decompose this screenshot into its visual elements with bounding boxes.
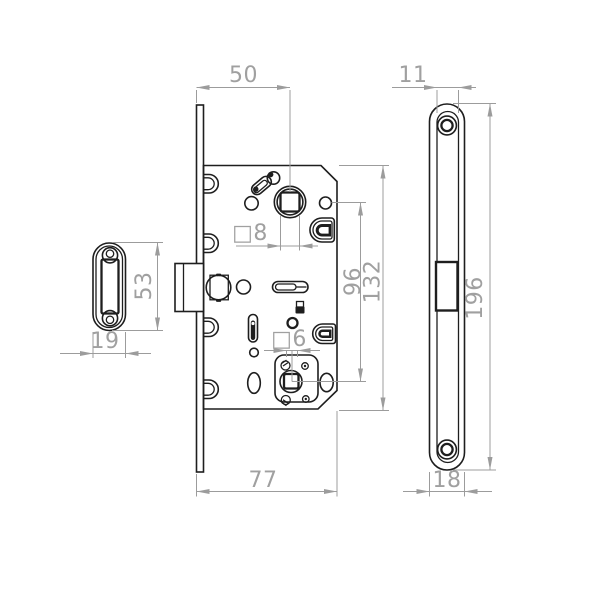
keeper-inner-outline bbox=[95, 245, 124, 329]
wc-turn-plate bbox=[274, 354, 319, 407]
hole-right-of-hub bbox=[318, 196, 333, 210]
faceplate-ear-1 bbox=[203, 173, 220, 194]
dim-wc-square-6: □6 bbox=[264, 327, 366, 382]
dim-label-wc-square: □6 bbox=[271, 327, 307, 352]
faceplate-ear-2 bbox=[203, 233, 220, 254]
latch-follower-tick-bottom bbox=[216, 299, 222, 302]
dim-body-depth-77: 77 bbox=[196, 411, 338, 497]
keeper-screw-bottom-inner bbox=[105, 315, 115, 325]
lock-case-outline bbox=[202, 164, 338, 410]
dim-keeper-width-19: 19 bbox=[60, 329, 151, 358]
dim-label-keeper-height: 53 bbox=[132, 272, 157, 301]
stop-lug-lower bbox=[311, 323, 337, 345]
faceplate-outline bbox=[428, 103, 466, 471]
oval-hole-left bbox=[246, 371, 262, 395]
latch-follower bbox=[205, 273, 232, 302]
dim-keeper-height-53: 53 bbox=[112, 242, 163, 331]
latch-follower-tick-top bbox=[216, 273, 222, 277]
magnet-block bbox=[434, 260, 459, 312]
spring-pin-dot-top bbox=[268, 171, 274, 178]
wc-screw-bl-hatch bbox=[281, 399, 289, 407]
oval-hole-right bbox=[319, 372, 334, 393]
dim-label-backset: 50 bbox=[229, 63, 258, 88]
wc-screw-br-dot bbox=[304, 397, 307, 401]
spring-pin-dot-bottom bbox=[253, 186, 259, 192]
dim-plate-width-18: 18 bbox=[403, 468, 492, 497]
dim-handle-square-8: □8 bbox=[232, 216, 318, 251]
wc-screw-tl-hatch bbox=[281, 359, 289, 367]
spring-pin-circle bbox=[266, 171, 281, 186]
pin-slot bbox=[247, 313, 259, 343]
hole-thick-ring bbox=[286, 316, 299, 330]
set-screw bbox=[295, 300, 305, 314]
wc-screw-tr bbox=[301, 362, 309, 370]
keeper-screw-bottom bbox=[101, 309, 119, 327]
hole-left-of-hub bbox=[244, 195, 260, 211]
latch-bolt bbox=[174, 262, 205, 313]
dim-label-plate-width: 18 bbox=[433, 468, 462, 493]
faceplate-screw-top bbox=[436, 115, 458, 136]
keeper-recess bbox=[100, 258, 120, 315]
keeper-screw-top bbox=[101, 246, 119, 264]
dim-hub-spacing-96: 96 bbox=[331, 202, 366, 382]
wc-screw-br bbox=[301, 395, 310, 403]
adjust-slot bbox=[271, 280, 309, 294]
dim-body-height-132: 132 bbox=[339, 165, 389, 411]
stop-lug-upper bbox=[309, 217, 336, 243]
lock-body-side-view bbox=[174, 104, 338, 473]
dim-label-plate-inner: 11 bbox=[399, 63, 428, 88]
faceplate-ear-3 bbox=[203, 317, 220, 338]
wc-screw-tr-dot bbox=[303, 364, 307, 368]
dim-backset-50: 50 bbox=[196, 63, 291, 192]
spring-slot bbox=[250, 171, 281, 196]
dim-label-plate-height: 196 bbox=[463, 276, 488, 320]
hole-mid-left bbox=[235, 279, 252, 295]
faceplate-screw-bottom-inner bbox=[440, 442, 454, 457]
dim-plate-height-196: 196 bbox=[453, 103, 496, 471]
dim-label-body-depth: 77 bbox=[249, 468, 278, 493]
latch-follower-frame bbox=[209, 274, 229, 301]
keeper-screw-top-inner bbox=[105, 249, 115, 259]
dim-label-handle-square: □8 bbox=[232, 221, 268, 246]
dim-label-body-height: 132 bbox=[361, 260, 386, 304]
magnetic-keeper-view bbox=[92, 242, 127, 332]
dim-label-keeper-width: 19 bbox=[91, 329, 120, 354]
hole-small-lower bbox=[248, 347, 260, 358]
faceplate-screw-bottom bbox=[436, 439, 458, 460]
dimensions: 50 11 □8 □6 bbox=[60, 63, 496, 497]
keeper-outer-outline bbox=[92, 242, 127, 332]
faceplate-ear-4 bbox=[203, 379, 220, 400]
faceplate-front-view bbox=[428, 103, 466, 471]
dim-plate-inner-11: 11 bbox=[392, 63, 476, 113]
dim-label-hub-spacing: 96 bbox=[341, 267, 366, 296]
faceplate-screw-top-inner bbox=[440, 118, 454, 133]
